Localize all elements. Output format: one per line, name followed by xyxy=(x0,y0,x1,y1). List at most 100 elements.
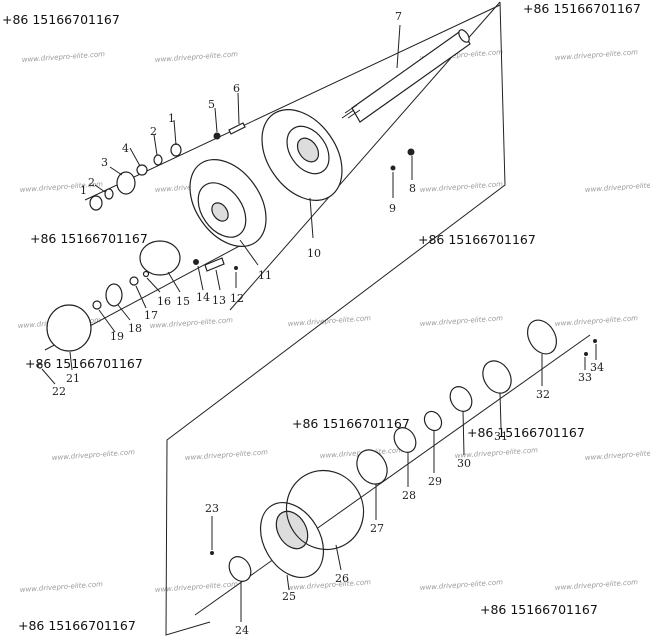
bolt-part-8 xyxy=(407,148,415,156)
part-label: 28 xyxy=(402,489,416,502)
screw-part-22 xyxy=(37,363,43,369)
housing-bore xyxy=(296,137,320,163)
watermark-text: www.drivepro-elite.com xyxy=(20,580,104,594)
part-label: 16 xyxy=(157,295,171,308)
part-label: 30 xyxy=(457,457,471,470)
watermark-text: www.drivepro-elite.com xyxy=(185,448,269,462)
phone-label-left: +86 15166701167 xyxy=(25,356,143,371)
bolt-part-14 xyxy=(193,259,199,265)
ring-part-31 xyxy=(482,360,512,394)
watermark-text: www.drivepro-elite.com xyxy=(288,578,372,592)
seal-part-32 xyxy=(526,319,558,355)
watermark-text: www.drivepro-elite.com xyxy=(22,50,106,64)
axis-lines xyxy=(44,4,591,616)
part-label: 25 xyxy=(282,590,296,603)
watermark-text: www.drivepro-elite.com xyxy=(288,314,372,328)
washer-part-16 xyxy=(142,270,150,278)
watermark-text: www.drivepro-elite.com xyxy=(155,50,239,64)
lower-assembly-parts xyxy=(210,319,597,582)
part-label: 2 xyxy=(88,176,95,189)
phone-label-top-right: +86 15166701167 xyxy=(523,1,641,16)
washer-part-2-upper xyxy=(153,154,163,166)
phone-label-bottom-right: +86 15166701167 xyxy=(480,602,598,617)
watermark-text: www.drivepro-elite.com xyxy=(420,578,504,592)
part-label: 9 xyxy=(389,202,396,215)
shaft-part-7 xyxy=(341,29,471,123)
shaft-spline-end xyxy=(458,29,470,43)
small-parts-middle xyxy=(37,240,238,369)
bolt-part-12 xyxy=(234,266,238,270)
axis-line-upper xyxy=(84,4,501,201)
cover-part-21 xyxy=(46,304,92,352)
housing-part-10 xyxy=(261,109,343,201)
part-label: 6 xyxy=(233,82,240,95)
part-label: 12 xyxy=(230,292,244,305)
watermark-text: www.drivepro-elite.com xyxy=(52,448,136,462)
phone-label-top-left: +86 15166701167 xyxy=(2,12,120,27)
frame-outline xyxy=(165,1,506,636)
watermark-text: www.drivepro-elite.com xyxy=(555,314,639,328)
shaft-body xyxy=(351,29,471,123)
part-label: 21 xyxy=(66,372,80,385)
part-label: 29 xyxy=(428,475,442,488)
carrier-hub xyxy=(211,202,229,222)
small-parts-upper xyxy=(89,122,415,211)
spring-part-4 xyxy=(136,164,148,176)
part-number-labels: 1 2 3 4 2 1 5 6 7 8 9 10 11 12 13 14 15 … xyxy=(52,10,604,637)
bolt-part-23 xyxy=(210,551,214,555)
part-label: 1 xyxy=(80,184,87,197)
bearing-part-28 xyxy=(393,427,417,453)
part-label: 5 xyxy=(208,98,215,111)
watermark-text: www.drivepro-elite.com xyxy=(420,314,504,328)
screw-part-34 xyxy=(593,339,597,343)
ring-part-17 xyxy=(129,276,139,286)
watermark-text: www.drivepro-elite.com xyxy=(585,448,650,462)
washer-part-9 xyxy=(390,165,396,171)
seal-part-30 xyxy=(449,386,473,412)
part-label: 26 xyxy=(335,572,349,585)
watermark-text: www.drivepro-elite.com xyxy=(555,48,639,62)
gasket-part-15 xyxy=(139,240,181,276)
part-label: 4 xyxy=(122,142,129,155)
washer-part-19 xyxy=(92,300,102,310)
part-label: 15 xyxy=(176,295,190,308)
phone-label-right: +86 15166701167 xyxy=(467,425,585,440)
screw-part-33 xyxy=(584,352,588,356)
phone-label-mid-right: +86 15166701167 xyxy=(418,232,536,247)
part-label: 27 xyxy=(370,522,384,535)
part-label: 10 xyxy=(307,247,321,260)
part-label: 22 xyxy=(52,385,66,398)
part-label: 18 xyxy=(128,322,142,335)
pin-part-13 xyxy=(204,257,225,272)
ring-part-29 xyxy=(423,410,443,432)
part-label: 31 xyxy=(494,430,508,443)
part-label: 7 xyxy=(395,10,402,23)
gear-part-18 xyxy=(105,283,123,307)
part-label: 3 xyxy=(101,156,108,169)
phone-label-center: +86 15166701167 xyxy=(292,416,410,431)
part-label: 34 xyxy=(590,361,604,374)
carrier-part-11 xyxy=(189,159,267,247)
part-label: 23 xyxy=(205,502,219,515)
watermark-text: www.drivepro-elite.com xyxy=(420,180,504,194)
stud-part-6 xyxy=(228,122,246,135)
phone-label-bottom-left: +86 15166701167 xyxy=(18,618,136,633)
part-label: 17 xyxy=(144,309,158,322)
axis-line-lower xyxy=(194,334,591,616)
watermark-text: www.drivepro-elite.com xyxy=(555,578,639,592)
part-label: 19 xyxy=(110,330,124,343)
phone-label-mid-left: +86 15166701167 xyxy=(30,231,148,246)
part-label: 11 xyxy=(258,269,272,282)
seal-part-24 xyxy=(228,556,252,582)
watermark-text: www.drivepro-elite.com xyxy=(155,580,239,594)
part-label: 1 xyxy=(168,112,175,125)
watermark-text: www.drivepro-elite.com xyxy=(150,316,234,330)
part-label: 2 xyxy=(150,125,157,138)
bearing-part-27 xyxy=(356,449,388,485)
bolt-part-5 xyxy=(213,132,221,140)
part-label: 8 xyxy=(409,182,416,195)
part-label: 33 xyxy=(578,371,592,384)
shaft-spline xyxy=(341,104,361,119)
part-label: 24 xyxy=(235,624,249,637)
